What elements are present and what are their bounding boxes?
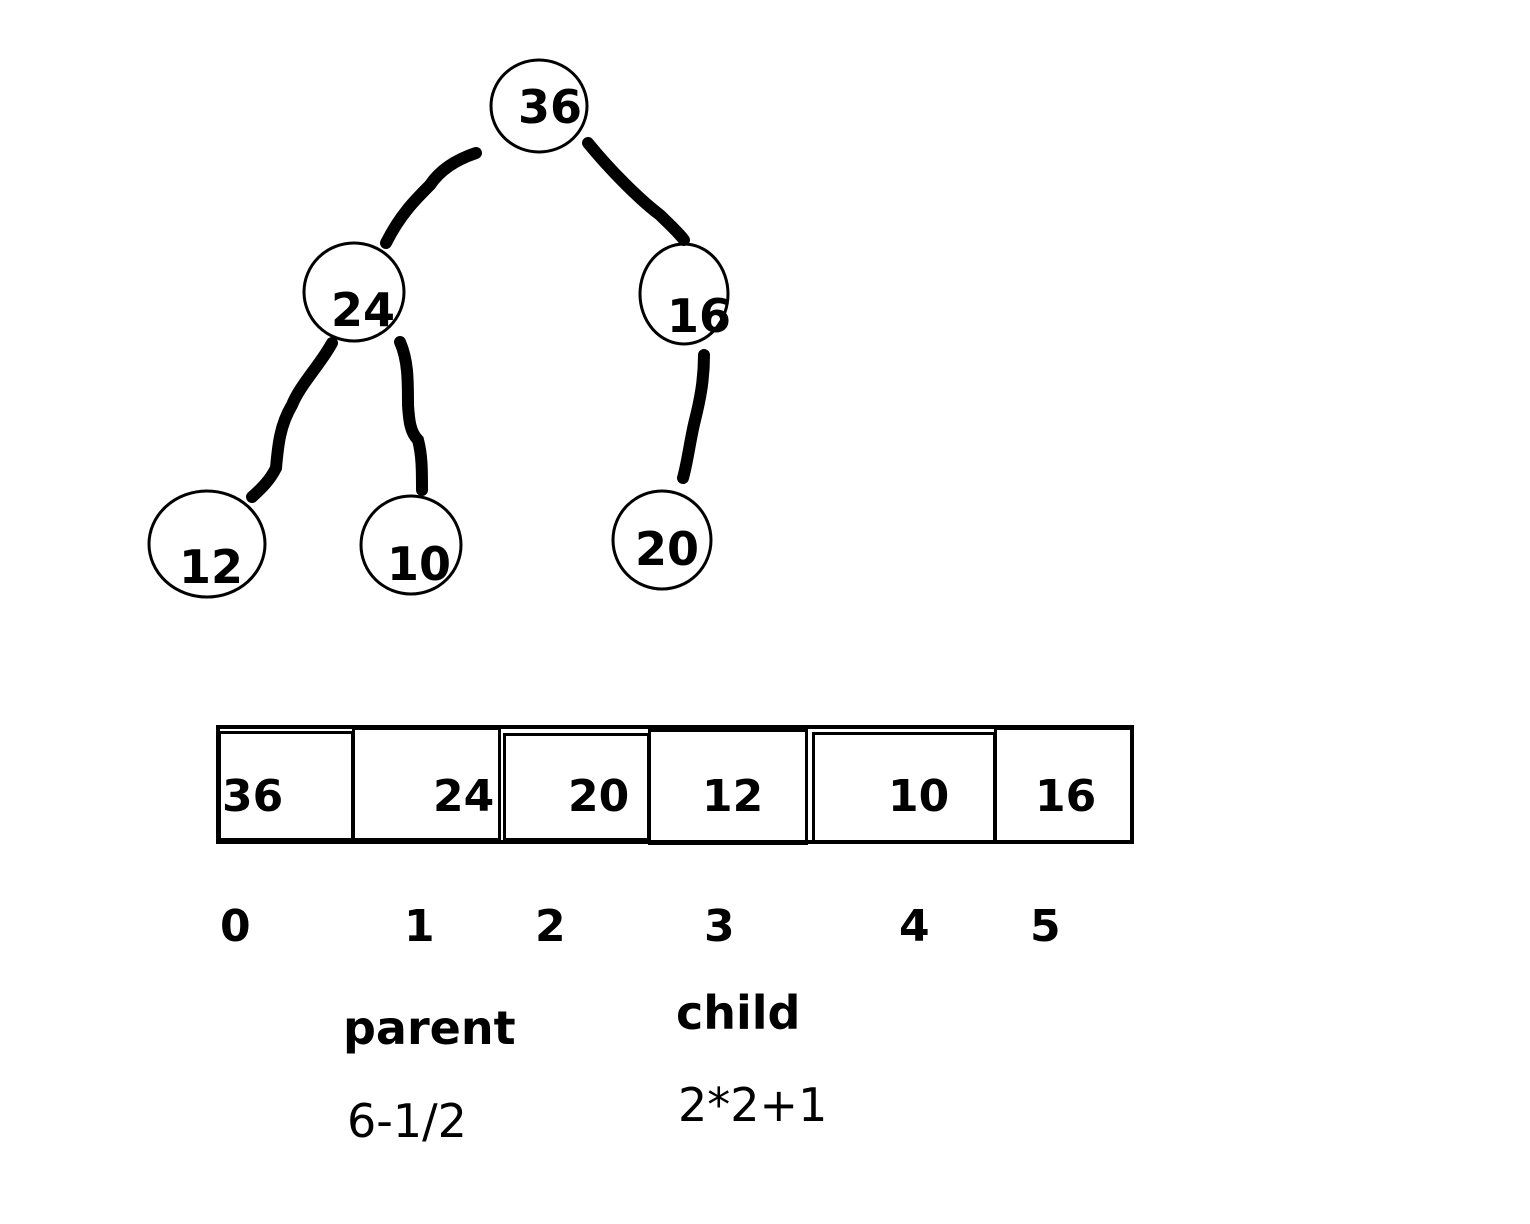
tree-node-label-left-right: 10 [387, 537, 451, 591]
array-index-2: 2 [535, 901, 566, 952]
parent-formula: 6-1/2 [347, 1094, 467, 1148]
tree-node-label-root: 36 [518, 80, 582, 134]
child-formula: 2*2+1 [678, 1078, 828, 1132]
child-label: child [676, 986, 801, 1040]
tree-edge-left-leftleft [246, 337, 338, 503]
array-index-5: 5 [1030, 901, 1061, 952]
array-value-5: 16 [1035, 771, 1097, 822]
parent-label: parent [343, 1001, 516, 1055]
array-index-4: 4 [899, 901, 930, 952]
array-value-1: 24 [433, 771, 495, 822]
tree-edge-left-leftright [394, 336, 428, 496]
tree-node-label-left: 24 [331, 283, 395, 337]
tree-node-circle-right-left [611, 489, 713, 591]
tree-edge-right-rightleft [677, 349, 710, 484]
tree-node-label-right-left: 20 [635, 522, 699, 576]
array-cell-3 [648, 729, 808, 845]
array-index-0: 0 [220, 901, 251, 952]
tree-edge-root-right [582, 137, 690, 246]
tree-node-label-left-left: 12 [179, 540, 243, 594]
array-value-3: 12 [702, 771, 764, 822]
tree-edge-root-left [380, 147, 482, 249]
array-value-0: 36 [222, 771, 284, 822]
tree-node-circle-left-right [359, 494, 463, 596]
tree-node-label-right: 16 [667, 289, 731, 343]
tree-node-circle-left [302, 241, 406, 343]
array-cell-1 [352, 727, 501, 841]
array-index-3: 3 [704, 901, 735, 952]
tree-node-circle-right [638, 242, 730, 346]
array-value-2: 20 [568, 771, 630, 822]
array-index-1: 1 [404, 901, 435, 952]
tree-node-circle-root [489, 58, 589, 154]
tree-node-circle-left-left [147, 489, 267, 599]
array-cell-5 [994, 727, 1134, 843]
array-value-4: 10 [888, 771, 950, 822]
